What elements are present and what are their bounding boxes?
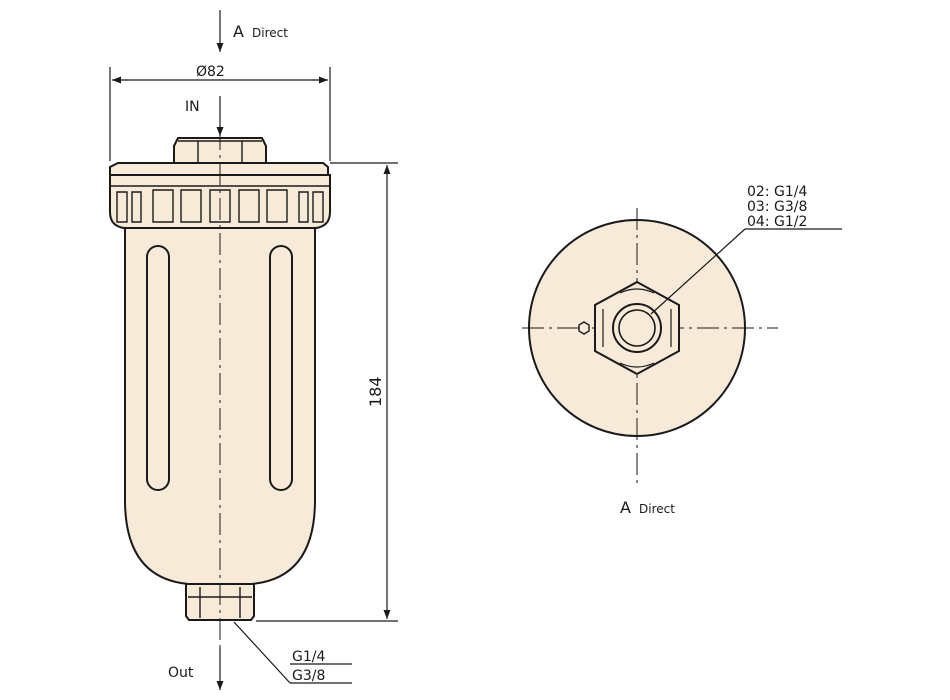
direction-label-top: A Direct — [233, 22, 288, 41]
top-cap — [109, 162, 329, 176]
height-dimension — [256, 162, 398, 622]
outlet-thread-1: G1/4 — [292, 649, 325, 665]
port-thread-1: 02: G1/4 — [747, 184, 807, 200]
port-thread-leader — [650, 228, 842, 315]
port-thread-2: 03: G3/8 — [747, 199, 807, 215]
height-label: 184 — [366, 376, 385, 407]
inlet-label: IN — [185, 99, 200, 115]
direction-label-bottom: A Direct — [620, 498, 675, 517]
port-inner-ring — [618, 309, 656, 347]
sight-slot-right — [269, 245, 293, 491]
diameter-label: Ø82 — [196, 64, 225, 80]
outlet-label: Out — [168, 665, 194, 681]
front-view — [109, 137, 331, 621]
port-thread-3: 04: G1/2 — [747, 214, 807, 230]
outlet-thread-2: G3/8 — [292, 668, 325, 684]
inlet-boss — [173, 137, 267, 164]
vent-plug — [578, 321, 590, 335]
diameter-dimension — [109, 67, 331, 161]
hex-nut-chamfer — [602, 288, 672, 368]
sight-slot-left — [146, 245, 170, 491]
outlet-thread-leader — [233, 621, 352, 684]
